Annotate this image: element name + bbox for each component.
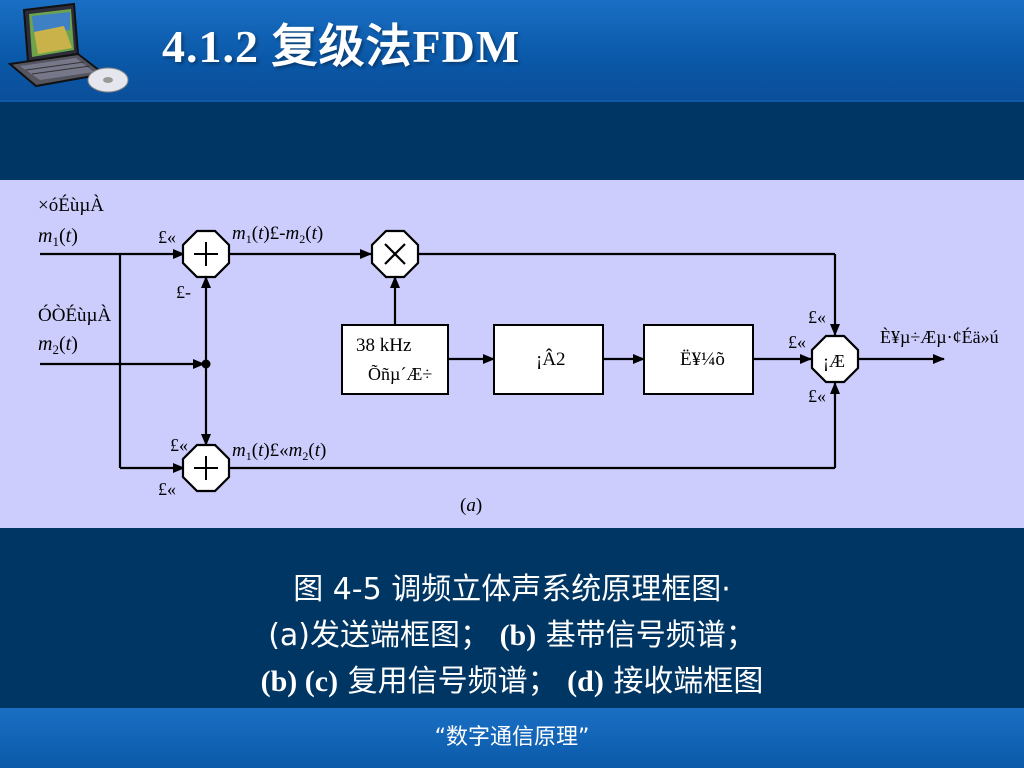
oscillator-label-1: 38 kHz xyxy=(356,335,411,356)
diff-signal-label: m1(t)£-m2(t) xyxy=(232,223,323,246)
pilot-block xyxy=(643,324,754,395)
caption-line-2-part-a: (a)发送端框图； xyxy=(268,618,491,653)
bottom-adder-plus-sign-1: £« xyxy=(170,435,188,455)
sum-node-label: ¡Æ xyxy=(823,351,845,371)
sum-input-sign-3: £« xyxy=(808,386,826,406)
figure-area: ×óÉùµÀ m1(t) ÓÒÉùµÀ m2(t) £« £- £« £« m1… xyxy=(0,180,1024,528)
right-signal-label: ÓÒÉùµÀ xyxy=(38,304,111,326)
caption-line-1: 图 4-5 调频立体声系统原理框图· xyxy=(293,572,731,607)
pilot-label: Ë¥¼õ xyxy=(680,349,725,370)
caption-line-3-part-c: (d) xyxy=(567,665,604,698)
caption-line-2-part-b: (b) xyxy=(499,619,537,652)
junction-dot xyxy=(201,359,211,369)
m2-input-label: m2(t) xyxy=(38,333,78,357)
top-adder xyxy=(181,229,231,279)
mixer xyxy=(370,229,420,279)
bottom-adder-plus-sign-2: £« xyxy=(158,479,176,499)
caption-band: 图 4-5 调频立体声系统原理框图· (a)发送端框图； (b) 基带信号频谱；… xyxy=(0,528,1024,708)
caption-line-3-part-b: 复用信号频谱； xyxy=(347,664,558,699)
bottom-adder xyxy=(181,443,231,493)
sum-node xyxy=(810,334,860,384)
output-label: È¥µ÷Æµ·¢Éä»ú xyxy=(880,326,999,347)
left-signal-label: ×óÉùµÀ xyxy=(38,194,104,216)
slide-header: 4.1.2 复级法FDM xyxy=(0,0,1024,100)
caption-line-3-part-a: (b) (c) xyxy=(260,665,339,698)
top-band xyxy=(0,102,1024,180)
block-diagram: ×óÉùµÀ m1(t) ÓÒÉùµÀ m2(t) £« £- £« £« m1… xyxy=(38,194,999,516)
sum-signal-label: m1(t)£«m2(t) xyxy=(232,440,326,463)
laptop-cd-icon xyxy=(7,2,129,93)
sum-input-sign-1: £« xyxy=(808,307,826,327)
caption-line-3: (b) (c) 复用信号频谱； (d) 接收端框图 xyxy=(0,656,1024,700)
caption-line-2-part-c: 基带信号频谱； xyxy=(545,618,756,653)
divider-block xyxy=(493,324,604,395)
sum-input-sign-2: £« xyxy=(788,332,806,352)
slide-footer: “数字通信原理” xyxy=(0,708,1024,768)
oscillator-label-2: Õñµ´Æ÷ xyxy=(368,363,432,384)
minus-sign: £- xyxy=(176,282,191,302)
subfigure-label: (a) xyxy=(460,495,482,516)
divider-label: ¡Â2 xyxy=(536,348,566,370)
oscillator-block xyxy=(341,324,449,395)
caption-line-3-part-d: 接收端框图 xyxy=(613,664,764,699)
top-adder-plus-sign: £« xyxy=(158,227,176,247)
caption-line-2: (a)发送端框图； (b) 基带信号频谱； xyxy=(0,610,1024,654)
m1-input-label: m1(t) xyxy=(38,225,78,249)
slide-title: 4.1.2 复级法FDM xyxy=(162,21,521,72)
